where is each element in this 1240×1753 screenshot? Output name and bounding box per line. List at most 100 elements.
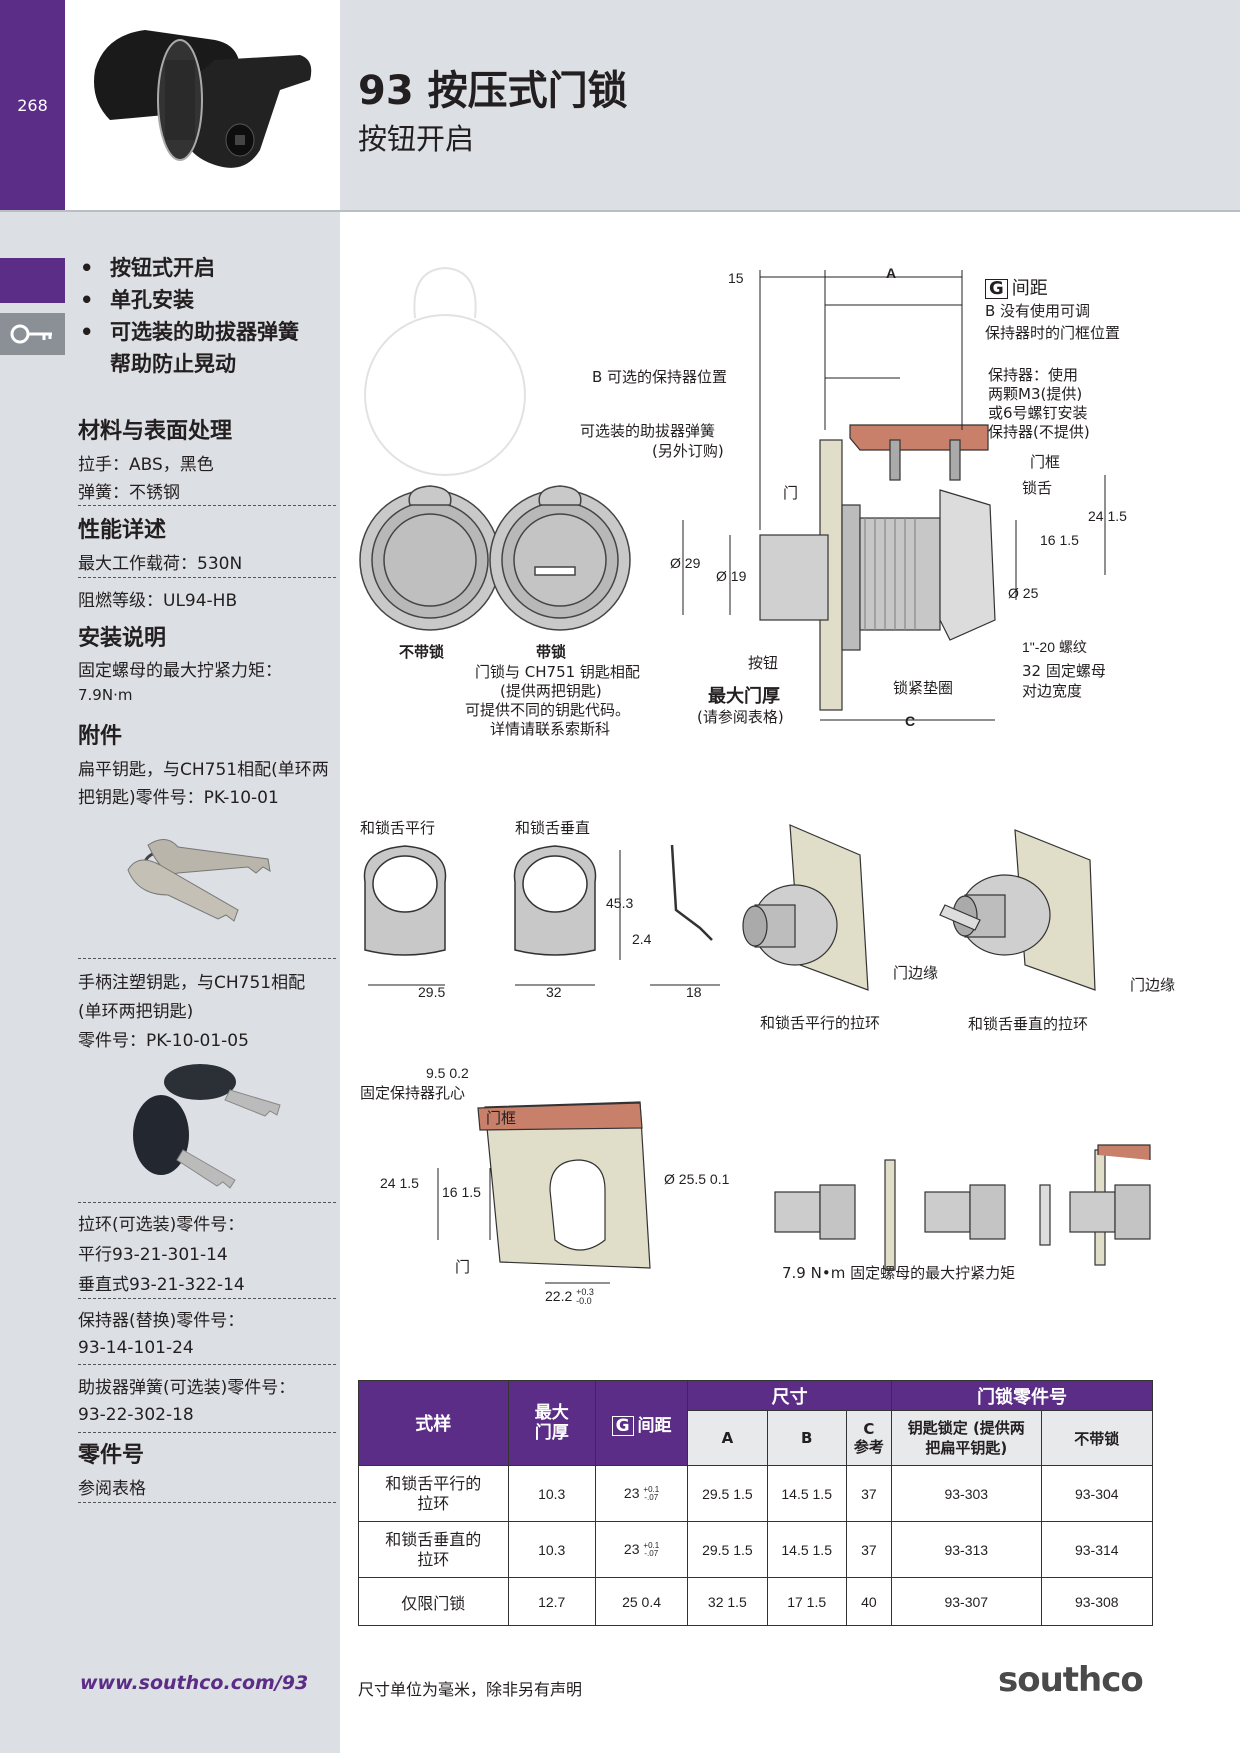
th-partno: 门锁零件号: [890, 1380, 1154, 1411]
cell-a: 29.5 1.5: [687, 1465, 768, 1522]
southco-logo: southco: [998, 1660, 1144, 1700]
b-optional: B 可选的保持器位置: [592, 368, 728, 386]
dim-24: 24 1.5: [1088, 508, 1127, 524]
door-edge-label: 门边缘: [893, 964, 939, 982]
tol-up: +0.3: [576, 1287, 594, 1298]
th-max-door-text: 最大门厚: [534, 1403, 569, 1443]
perp-ring-caption: 和锁舌垂直的拉环: [968, 1015, 1089, 1033]
pull-ring-text: 拉环(可选装)零件号：: [78, 1215, 245, 1235]
max-door-label: 最大门厚: [708, 686, 780, 707]
cell-style-text: 和锁舌垂直的拉环: [385, 1529, 482, 1569]
tol-up: +0.1: [643, 1541, 660, 1551]
dim-29-5: 29.5: [418, 984, 446, 1000]
retainer-hole-label: 固定保持器孔心: [360, 1084, 466, 1102]
b-note: 保持器时的门框位置: [985, 324, 1121, 342]
cell-b: 14.5 1.5: [766, 1521, 847, 1578]
th-keyed-text: 钥匙锁定 (提供两把扁平钥匙): [907, 1419, 1025, 1457]
max-door-ref: (请参阅表格): [697, 708, 784, 726]
cell-a: 32 1.5: [687, 1577, 768, 1626]
th-nolock: 不带锁: [1040, 1410, 1154, 1466]
cell-nolock: 93-308: [1040, 1577, 1154, 1626]
cell-c: 40: [845, 1577, 892, 1626]
lock-note: 门锁与 CH751 钥匙相配: [475, 663, 640, 681]
divider: [78, 505, 336, 506]
molded-key-text: (单环两把钥匙): [78, 1002, 194, 1022]
molded-key-photo: [125, 1060, 285, 1194]
latch-photo-icon: [94, 30, 312, 168]
dim-45-3: 45.3: [606, 895, 634, 911]
b-note: B 没有使用可调: [985, 302, 1091, 320]
cell-nolock: 93-304: [1040, 1465, 1154, 1522]
feature-item: 单孔安装: [80, 284, 299, 316]
cut-door-label: 门: [455, 1258, 471, 1276]
ejector-note: 可选装的助拔器弹簧: [580, 422, 716, 440]
th-g-badge: G: [611, 1415, 634, 1436]
torque-label: 固定螺母的最大拧紧力矩：: [78, 661, 282, 681]
dim-18: 18: [686, 984, 702, 1000]
cell-keyed: 93-303: [890, 1465, 1042, 1522]
sidebar: [0, 212, 340, 1753]
divider: [78, 958, 336, 959]
retainer-text: 保持器(替换)零件号：: [78, 1311, 245, 1331]
th-a: A: [687, 1410, 768, 1466]
technical-drawing: [359, 266, 1151, 1284]
parallel-ring-caption: 和锁舌平行的拉环: [760, 1014, 881, 1032]
th-dims: 尺寸: [687, 1380, 892, 1411]
flat-key-text: 把钥匙)零件号：PK-10-01: [78, 788, 279, 808]
cut-frame-label: 门框: [486, 1109, 517, 1127]
dim-16: 16 1.5: [1040, 532, 1079, 548]
ejector-note: (另外订购): [652, 442, 724, 460]
nut-label: 32 固定螺母: [1022, 662, 1106, 680]
cell-style-text: 和锁舌平行的拉环: [385, 1473, 482, 1513]
dim-15: 15: [728, 270, 744, 286]
key-icon: [10, 324, 52, 344]
cell-door: 12.7: [507, 1577, 596, 1626]
cell-g-value: 23: [623, 1540, 640, 1557]
footer-url[interactable]: www.southco.com/93: [80, 1672, 309, 1694]
molded-keys-icon: [133, 1064, 281, 1189]
accessories-heading: 附件: [78, 724, 123, 749]
cell-a: 29.5 1.5: [687, 1521, 768, 1578]
table-row: 仅限门锁 12.7 25 0.4 32 1.5 17 1.5 40 93-307…: [358, 1577, 1154, 1626]
cell-g-value: 23: [623, 1484, 640, 1501]
max-load: 最大工作载荷：530N: [78, 554, 243, 574]
feature-item: 按钮式开启: [80, 252, 299, 284]
divider: [78, 1298, 336, 1299]
feature-list: 按钮式开启 单孔安装 可选装的助拔器弹簧 帮助防止晃动: [80, 252, 299, 380]
retainer-note: 保持器：使用: [988, 366, 1079, 384]
door-edge-label: 门边缘: [1130, 976, 1176, 994]
dim-2-4: 2.4: [632, 931, 652, 947]
table-row: 和锁舌平行的拉环 10.3 23 +0.1-.07 29.5 1.5 14.5 …: [358, 1465, 1154, 1522]
retainer-text: 93-14-101-24: [78, 1338, 194, 1358]
sidebar-accent: [0, 258, 65, 303]
page-tab: [0, 0, 65, 210]
no-lock-label: 不带锁: [399, 643, 445, 661]
key-tab: [0, 313, 65, 355]
dim-29: Ø 29: [670, 555, 701, 571]
molded-key-text: 零件号：PK-10-01-05: [78, 1031, 249, 1051]
tol-down: -.07: [644, 1549, 659, 1559]
performance-heading: 性能详述: [78, 518, 167, 543]
cell-keyed: 93-307: [890, 1577, 1042, 1626]
cell-g: 25 0.4: [594, 1577, 689, 1626]
divider: [78, 1364, 336, 1365]
lock-note: (提供两把钥匙): [500, 682, 602, 700]
torque-value: 7.9N·m: [78, 686, 133, 704]
cell-b: 14.5 1.5: [766, 1465, 847, 1522]
cut-dim-22-2: 22.2 +0.3-0.0: [545, 1288, 594, 1306]
flammability: 阻燃等级：UL94-HB: [78, 591, 238, 611]
cut-dim-value: 22.2: [545, 1288, 573, 1304]
flat-keys-icon: [127, 839, 271, 922]
retainer-note: 两颗M3(提供): [988, 385, 1083, 403]
parallel-tongue-label: 和锁舌平行: [360, 819, 436, 837]
divider: [78, 1202, 336, 1203]
pull-ring-text: 平行93-21-301-14: [78, 1245, 228, 1265]
install-heading: 安装说明: [78, 626, 167, 651]
partno-text: 参阅表格: [78, 1479, 146, 1499]
cell-door: 10.3: [507, 1521, 596, 1578]
table-row: 和锁舌垂直的拉环 10.3 23 +0.1-.07 29.5 1.5 14.5 …: [358, 1521, 1154, 1578]
button-label: 按钮: [748, 654, 779, 672]
feature-item: 可选装的助拔器弹簧: [80, 316, 299, 348]
tol-up: +0.1: [643, 1485, 660, 1495]
divider: [78, 1502, 336, 1503]
